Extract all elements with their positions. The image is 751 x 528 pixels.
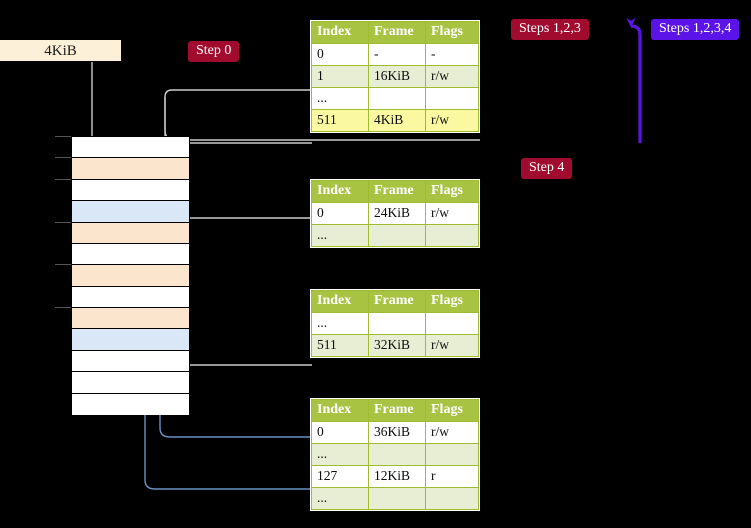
memory-frame (72, 372, 189, 394)
memory-frame (72, 350, 189, 373)
table-row: 0-- (311, 43, 479, 66)
memory-frame-tick (55, 221, 71, 223)
memory-frame (72, 393, 189, 415)
cell-flags: r/w (425, 65, 479, 88)
column-header-index: Index (311, 290, 369, 313)
column-header-frame: Frame (368, 290, 426, 313)
cell-index: 511 (311, 109, 369, 132)
cell-frame (368, 224, 426, 247)
steps123-badge: Steps 1,2,3 (511, 19, 589, 40)
cell-index: 1 (311, 65, 369, 88)
cell-frame (368, 312, 426, 335)
cell-frame: - (368, 43, 426, 66)
memory-frame-tick (55, 178, 71, 180)
cell-frame (368, 443, 426, 466)
memory-size-banner: 4KiB (0, 40, 121, 61)
column-header-frame: Frame (368, 21, 426, 44)
column-header-flags: Flags (425, 290, 479, 313)
column-header-index: Index (311, 21, 369, 44)
cell-flags: r (425, 465, 479, 488)
cell-index: ... (311, 224, 369, 247)
wire-frame-to-pml4 (179, 142, 312, 167)
cell-index: 511 (311, 334, 369, 357)
memory-frame (72, 308, 189, 330)
memory-frame (72, 243, 189, 266)
memory-frame (72, 329, 189, 351)
cell-flags (425, 87, 479, 110)
cell-frame: 24KiB (368, 202, 426, 225)
table-row: ... (311, 87, 479, 110)
cell-flags: r/w (425, 202, 479, 225)
column-header-index: Index (311, 180, 369, 203)
cell-frame: 36KiB (368, 421, 426, 444)
column-header-frame: Frame (368, 180, 426, 203)
memory-frame (72, 222, 189, 244)
table-row: ... (311, 224, 479, 247)
column-header-flags: Flags (425, 180, 479, 203)
cell-index: ... (311, 443, 369, 466)
wire-pdp-entry-0 (179, 217, 312, 260)
cell-flags: r/w (425, 109, 479, 132)
cell-index: ... (311, 87, 369, 110)
cell-index: 0 (311, 202, 369, 225)
cell-frame (368, 487, 426, 510)
column-header-frame: Frame (368, 399, 426, 422)
cell-frame: 32KiB (368, 334, 426, 357)
cell-flags (425, 224, 479, 247)
memory-frame (72, 265, 189, 287)
cell-frame: 12KiB (368, 465, 426, 488)
wire-steps-bracket (626, 17, 642, 143)
cell-frame (368, 87, 426, 110)
cell-index: 127 (311, 465, 369, 488)
memory-frame-tick (55, 136, 71, 137)
memory-frame (72, 137, 189, 159)
column-header-index: Index (311, 399, 369, 422)
physical-memory-column (71, 136, 190, 415)
memory-frame-tick (55, 264, 71, 266)
column-header-flags: Flags (425, 399, 479, 422)
memory-frame (72, 158, 189, 180)
cell-flags: - (425, 43, 479, 66)
table-row: ... (311, 312, 479, 335)
memory-frame (72, 179, 189, 202)
table-row: ... (311, 443, 479, 466)
table-row: ... (311, 487, 479, 510)
cell-flags: r/w (425, 334, 479, 357)
cell-flags (425, 443, 479, 466)
cell-index: ... (311, 312, 369, 335)
memory-frame (72, 201, 189, 223)
cell-index: ... (311, 487, 369, 510)
cell-flags (425, 312, 479, 335)
cell-index: 0 (311, 421, 369, 444)
cell-frame: 4KiB (368, 109, 426, 132)
step4-badge: Step 4 (521, 158, 573, 179)
memory-frame (72, 286, 189, 309)
memory-frame-tick (55, 307, 71, 309)
cell-index: 0 (311, 43, 369, 66)
cell-flags: r/w (425, 421, 479, 444)
wire-pd-entry-511 (179, 315, 312, 366)
cell-flags (425, 487, 479, 510)
cell-frame: 16KiB (368, 65, 426, 88)
memory-frame-tick (55, 157, 71, 159)
column-header-flags: Flags (425, 21, 479, 44)
step0-badge: Step 0 (188, 41, 240, 62)
steps1234-badge: Steps 1,2,3,4 (651, 19, 740, 40)
